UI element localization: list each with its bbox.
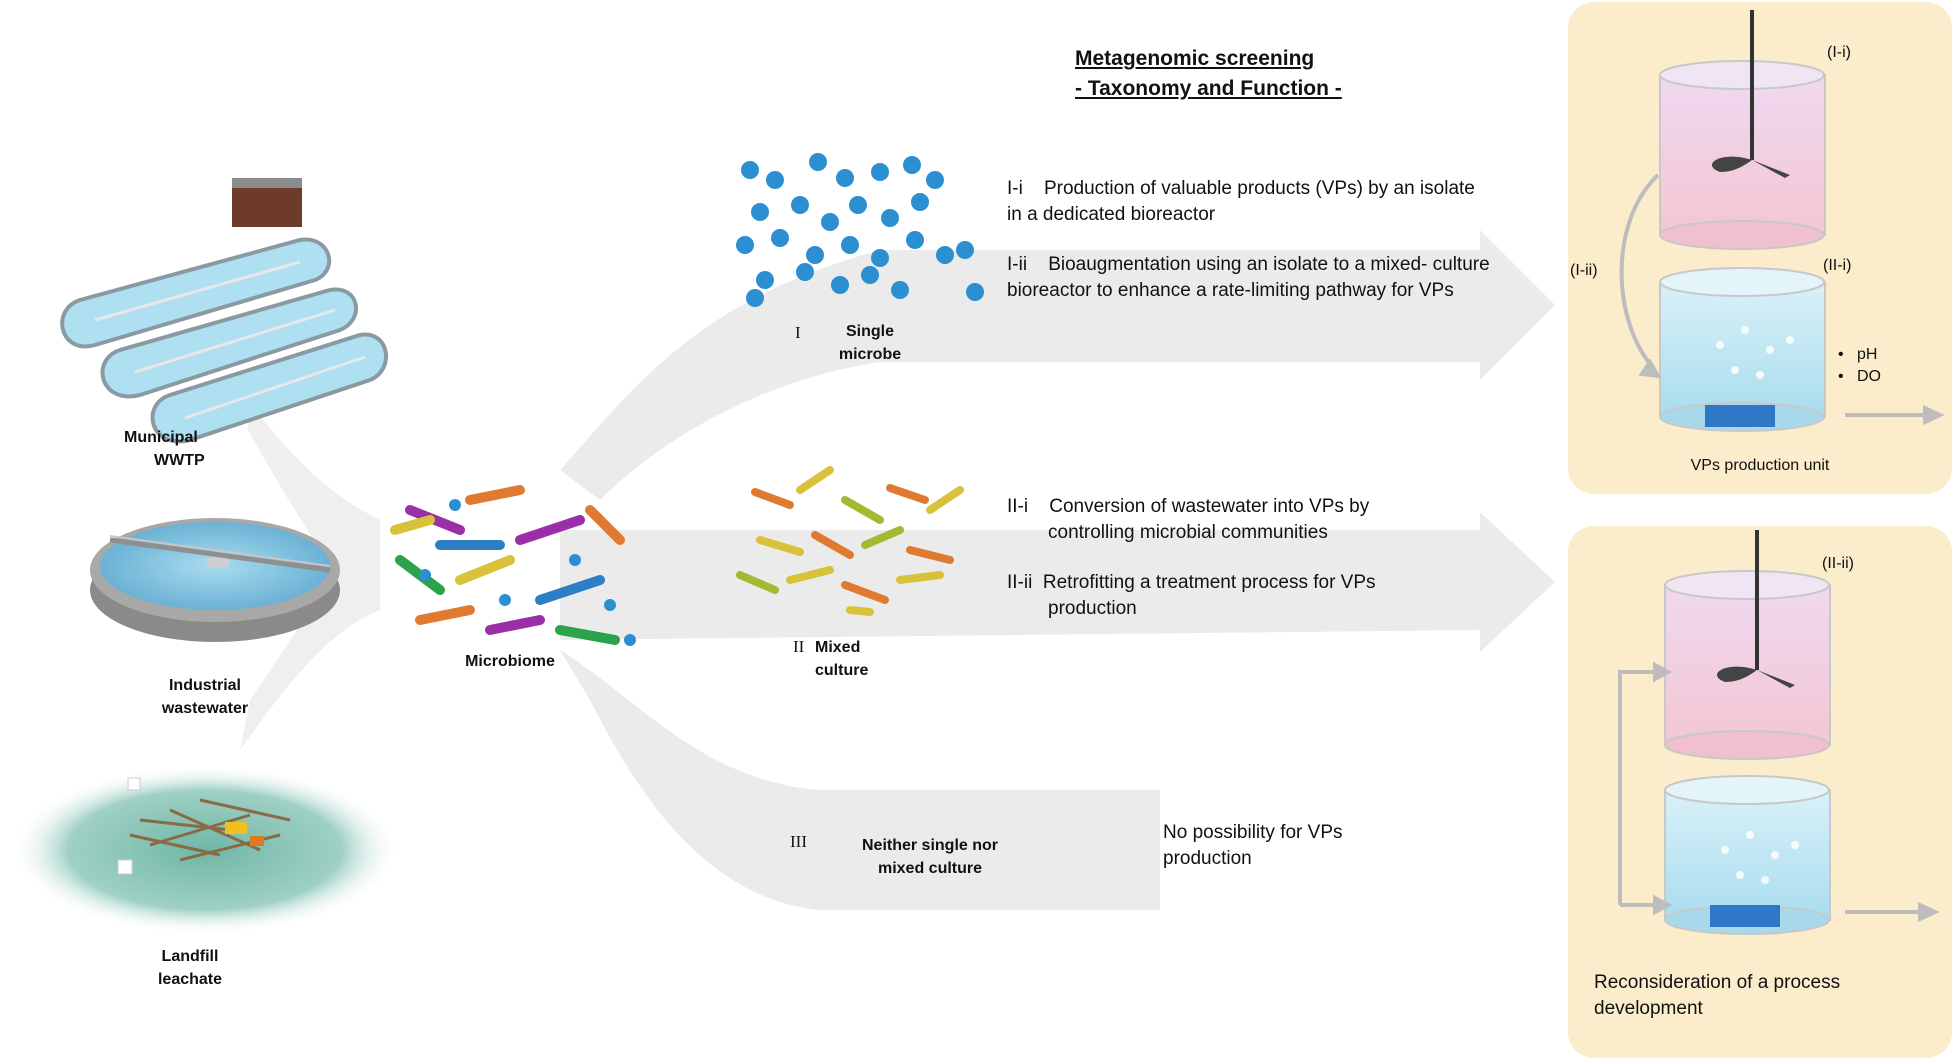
item-i-ii: I-ii Bioaugmentation using an isolate to… xyxy=(1007,252,1547,304)
control-parameters-list: • pH • DO xyxy=(1838,346,1881,385)
item-text-cont: production xyxy=(1048,598,1137,619)
reactor-bottom-pink xyxy=(1664,530,1831,760)
tag-i-i: (I-i) xyxy=(1827,44,1851,61)
branch-numeral-i: I xyxy=(795,323,801,342)
item-text: Production of valuable products (VPs) by… xyxy=(1043,178,1475,199)
tag-ii-ii: (II-ii) xyxy=(1822,555,1854,572)
branch-arrow-mixed xyxy=(560,512,1555,652)
item-text-cont: in a dedicated bioreactor xyxy=(1007,204,1216,225)
title-line-2: - Taxonomy and Function - xyxy=(1075,77,1342,100)
item-ii-ii: II-ii Retrofitting a treatment process f… xyxy=(1007,570,1527,622)
item-code: II-i xyxy=(1007,496,1029,517)
reactor-top-pink xyxy=(1659,10,1826,250)
process-redevelopment-caption: Reconsideration of a process development xyxy=(1594,972,1841,1019)
wwtp-plant-icon xyxy=(60,178,388,444)
item-code: I-ii xyxy=(1007,254,1028,275)
source-funnel-shape xyxy=(240,400,380,750)
microbiome-cluster-icon xyxy=(390,485,636,646)
source-label-municipal: Municipal WWTP xyxy=(124,429,205,469)
branch-numeral-iii: III xyxy=(790,832,807,851)
item-text: Conversion of wastewater into VPs by xyxy=(1049,496,1370,517)
page-title: Metagenomic screening - Taxonomy and Fun… xyxy=(1075,44,1435,104)
branch-numeral-ii: II xyxy=(793,637,805,656)
mixed-culture-icon xyxy=(736,466,964,616)
production-unit-caption: VPs production unit xyxy=(1690,457,1830,474)
bottom-panel-connectors xyxy=(1618,661,1940,923)
tag-ii-i: (II-i) xyxy=(1823,257,1852,274)
tag-i-ii: (I-ii) xyxy=(1570,262,1598,279)
item-code: I-i xyxy=(1007,178,1023,199)
parameter-do: DO xyxy=(1856,368,1881,385)
item-text: Bioaugmentation using an isolate to a mi… xyxy=(1048,254,1490,275)
source-label-industrial: Industrial wastewater xyxy=(161,677,249,717)
branch-label-none: Neither single nor mixed culture xyxy=(861,837,999,877)
branch-label-mixed: Mixed culture xyxy=(815,639,869,679)
title-line-1: Metagenomic screening xyxy=(1075,47,1315,70)
item-text-cont: controlling microbial communities xyxy=(1048,522,1328,543)
top-panel-connectors xyxy=(1619,173,1945,426)
item-i-i: I-i Production of valuable products (VPs… xyxy=(1007,176,1547,228)
branch-label-single: Single microbe xyxy=(838,323,902,363)
reactor-bottom-blue xyxy=(1664,775,1831,935)
item-text: Retrofitting a treatment process for VPs xyxy=(1042,572,1376,593)
parameter-ph: pH xyxy=(1856,346,1878,363)
landfill-icon xyxy=(10,765,400,935)
item-text-cont: bioreactor to enhance a rate-limiting pa… xyxy=(1007,280,1454,301)
branch-arrow-none xyxy=(560,650,1160,910)
clarifier-tank-icon xyxy=(90,518,340,642)
item-code: II-ii xyxy=(1007,572,1033,593)
item-ii-i: II-i Conversion of wastewater into VPs b… xyxy=(1007,494,1527,546)
microbiome-label: Microbiome xyxy=(465,653,555,670)
source-label-landfill: Landfill leachate xyxy=(157,948,223,988)
branch-arrow-single xyxy=(560,230,1555,500)
reactor-top-blue xyxy=(1659,267,1826,432)
branch-none-note: No possibility for VPs production xyxy=(1163,822,1343,869)
single-microbe-icon xyxy=(736,153,984,307)
